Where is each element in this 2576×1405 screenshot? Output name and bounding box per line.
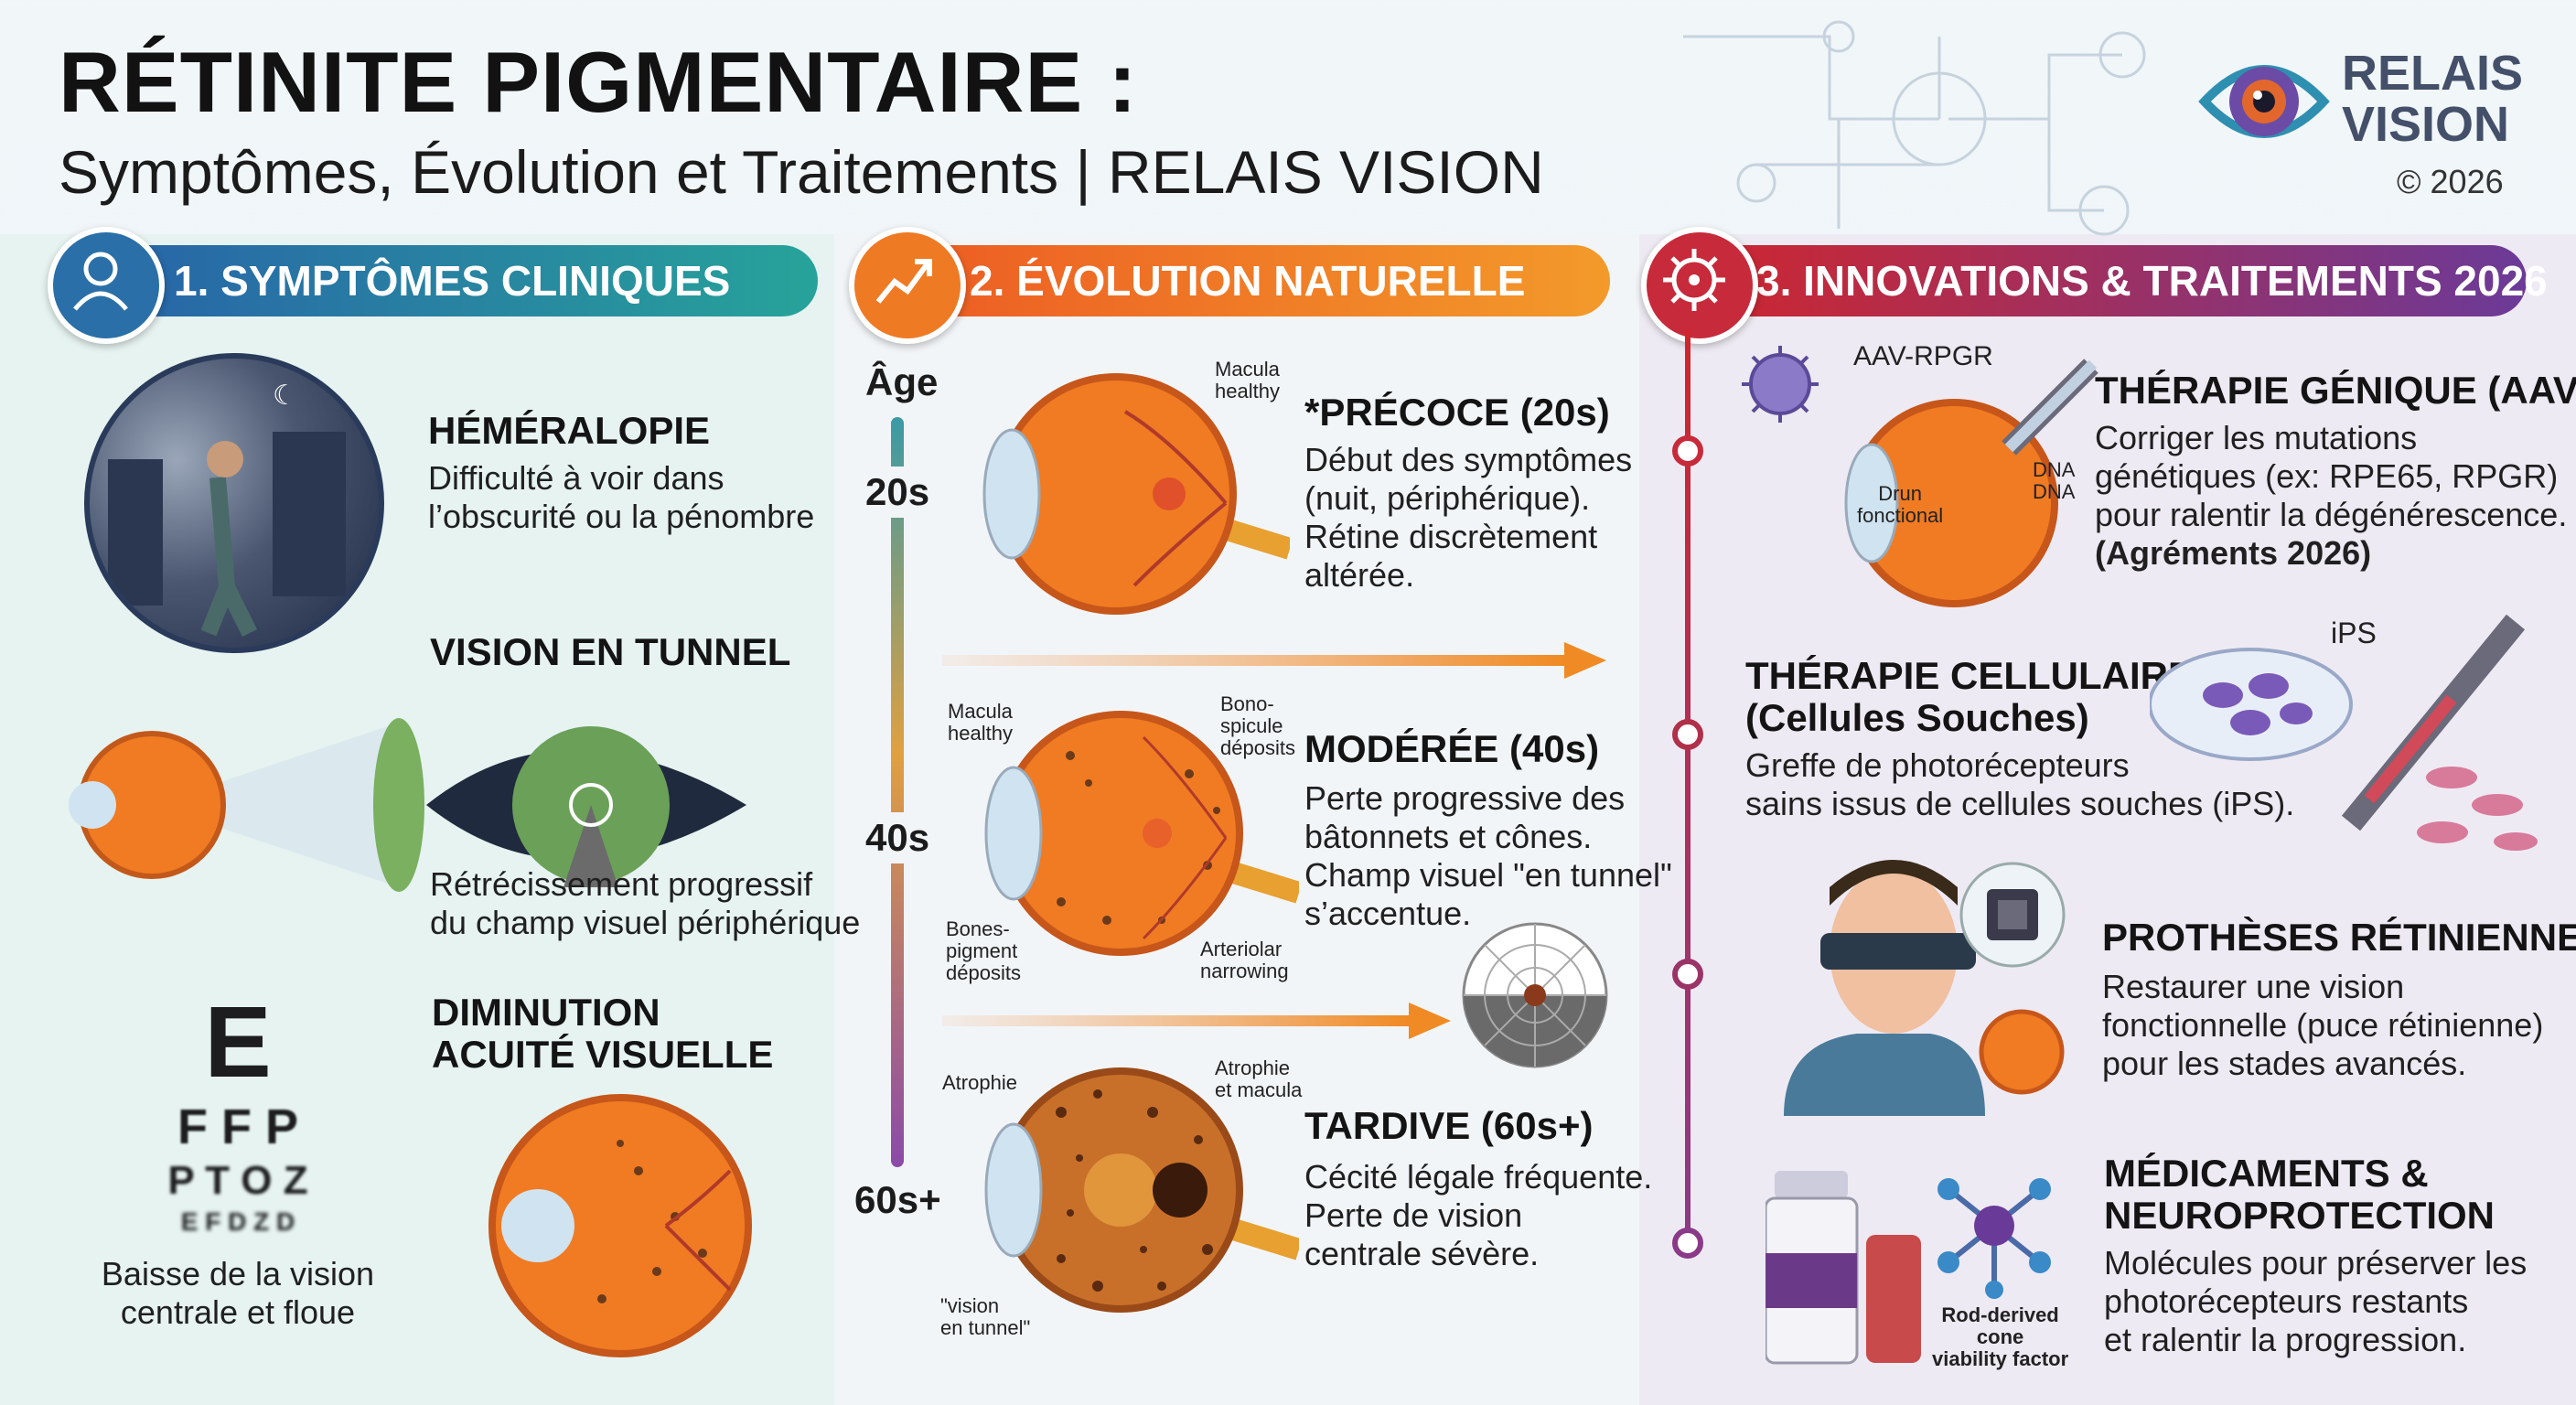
chip-icon — [1987, 889, 2038, 940]
symptom-2-text: Rétrécissement progressif du champ visue… — [430, 865, 861, 941]
svg-text:☾: ☾ — [273, 381, 297, 411]
timeline-node-3 — [1672, 959, 1703, 990]
ips-label: iPS — [2331, 617, 2377, 649]
retinal-prosthesis-illustration — [1784, 860, 2066, 1116]
treatment-3-text: Restaurer une vision fonctionnelle (puce… — [2102, 968, 2544, 1082]
trend-chart-icon — [849, 227, 966, 344]
eye-logo-icon — [2198, 65, 2330, 138]
stage-2-macula-label: Macula healthy — [948, 700, 1013, 745]
banner-evolution-label: 2. ÉVOLUTION NATURELLE — [970, 257, 1526, 305]
stage-3-atrophie-macula-label: Atrophie et macula — [1215, 1056, 1303, 1101]
treatment-1-title: THÉRAPIE GÉNIQUE (AAV) — [2095, 369, 2576, 412]
timeline-node-4 — [1672, 1228, 1703, 1259]
tunnel-vision-illustration — [69, 718, 746, 892]
age-20s: 20s — [865, 467, 930, 518]
rdcvf-label: Rod-derived cone viability factor — [1932, 1303, 2069, 1370]
banner-innovations: 3. INNOVATIONS & TRAITEMENTS 2026 — [1678, 245, 2548, 316]
stage-1-title: *PRÉCOCE (20s) — [1304, 391, 1610, 434]
age-60s: 60s+ — [854, 1174, 941, 1226]
stage-2-eye-illustration — [984, 711, 1299, 956]
banner-symptoms: 1. SYMPTÔMES CLINIQUES — [110, 245, 818, 316]
stage-2-text: Perte progressive des bâtonnets et cônes… — [1304, 779, 1672, 932]
page-title: RÉTINITE PIGMENTAIRE : — [59, 34, 1138, 130]
banner-evolution: 2. ÉVOLUTION NATURELLE — [878, 245, 1610, 316]
progression-arrow-2 — [942, 1003, 1451, 1039]
logo-line-2: VISION — [2342, 97, 2510, 152]
eye-chart-row-3: P T O Z — [167, 1158, 308, 1203]
symptom-2-title: VISION EN TUNNEL — [430, 630, 791, 673]
logo-line-1: RELAIS — [2342, 46, 2524, 101]
virus-gear-icon — [1641, 227, 1758, 344]
stage-3-text: Cécité légale fréquente. Perte de vision… — [1304, 1158, 1653, 1272]
dna-label: DNA DNA — [2033, 458, 2076, 503]
stage-3-tunnel-label: "vision en tunnel" — [940, 1294, 1031, 1339]
eye-chart-row-4: E F D Z D — [180, 1207, 295, 1236]
age-timeline-bar — [891, 417, 904, 1167]
medication-illustration — [1766, 1171, 2051, 1365]
blurred-retina-illustration — [488, 1094, 752, 1357]
timeline-node-1 — [1672, 435, 1703, 467]
stage-2-bone-spicule-label: Bono- spicule déposits — [1220, 692, 1295, 759]
logo-wordmark: RELAIS VISION — [2342, 48, 2523, 150]
stage-2-arteriolar-label: Arteriolar narrowing — [1200, 938, 1289, 982]
eye-chart-caption: Baisse de la vision centrale et floue — [101, 1255, 375, 1331]
aav-rpgr-label: AAV-RPGR — [1853, 341, 1993, 371]
stage-3-title: TARDIVE (60s+) — [1304, 1104, 1594, 1147]
network-decoration — [1683, 20, 2146, 236]
symptom-1-text: Difficulté à voir dans l’obscurité ou la… — [428, 459, 815, 535]
pill-bottle-icon — [1766, 1171, 1859, 1365]
treatment-4-text: Molécules pour préserver les photorécept… — [2104, 1244, 2528, 1358]
banner-innovations-label: 3. INNOVATIONS & TRAITEMENTS 2026 — [1756, 257, 2548, 305]
stage-3-atrophie-label: Atrophie — [942, 1071, 1017, 1094]
page-subtitle: Symptômes, Évolution et Traitements | RE… — [59, 138, 1544, 206]
symptom-1-title: HÉMÉRALOPIE — [428, 409, 711, 452]
treatment-2-text: Greffe de photorécepteurs sains issus de… — [1745, 746, 2295, 822]
night-scene-illustration: ☾ — [84, 353, 384, 653]
age-axis-label: Âge — [865, 360, 939, 403]
stage-2-bones-pigment-label: Bones- pigment déposits — [946, 917, 1021, 984]
copyright: © 2026 — [2397, 163, 2504, 200]
molecule-icon — [1947, 1186, 2042, 1290]
eye-chart: E F F P P T O Z E F D Z D — [110, 988, 366, 1239]
drun-functional-label: Drun fonctional — [1857, 482, 1944, 527]
eye-chart-row-1: E — [204, 986, 272, 1099]
aav-virus-icon — [1742, 346, 1819, 423]
treatment-1-note: (Agréments 2026) — [2095, 534, 2372, 572]
eye-chart-row-2: F F P — [177, 1099, 298, 1154]
stem-cell-illustration — [2150, 614, 2538, 851]
treatment-timeline-line — [1685, 329, 1690, 1253]
stage-2-title: MODÉRÉE (40s) — [1304, 727, 1600, 770]
timeline-node-2 — [1672, 719, 1703, 750]
treatment-3-title: PROTHÈSES RÉTINIENNES — [2102, 916, 2576, 959]
user-icon — [48, 227, 165, 344]
treatment-1-text: Corriger les mutations génétiques (ex: R… — [2095, 419, 2568, 533]
stage-1-eye-illustration — [982, 373, 1290, 615]
stage-3-eye-illustration — [984, 1067, 1299, 1313]
treatment-4-title: MÉDICAMENTS & NEUROPROTECTION — [2104, 1152, 2496, 1237]
stage-1-macula-label: Macula healthy — [1215, 358, 1280, 402]
treatment-2-title: THÉRAPIE CELLULAIRE (Cellules Souches) — [1745, 654, 2195, 739]
visual-field-diagram — [1462, 922, 1608, 1068]
gene-therapy-illustration — [1742, 346, 2098, 607]
age-40s: 40s — [865, 812, 930, 863]
symptom-3-title: DIMINUTION ACUITÉ VISUELLE — [432, 991, 774, 1076]
stage-1-text: Début des symptômes (nuit, périphérique)… — [1304, 441, 1633, 594]
banner-symptoms-label: 1. SYMPTÔMES CLINIQUES — [174, 257, 731, 305]
progression-arrow-1 — [942, 642, 1606, 679]
